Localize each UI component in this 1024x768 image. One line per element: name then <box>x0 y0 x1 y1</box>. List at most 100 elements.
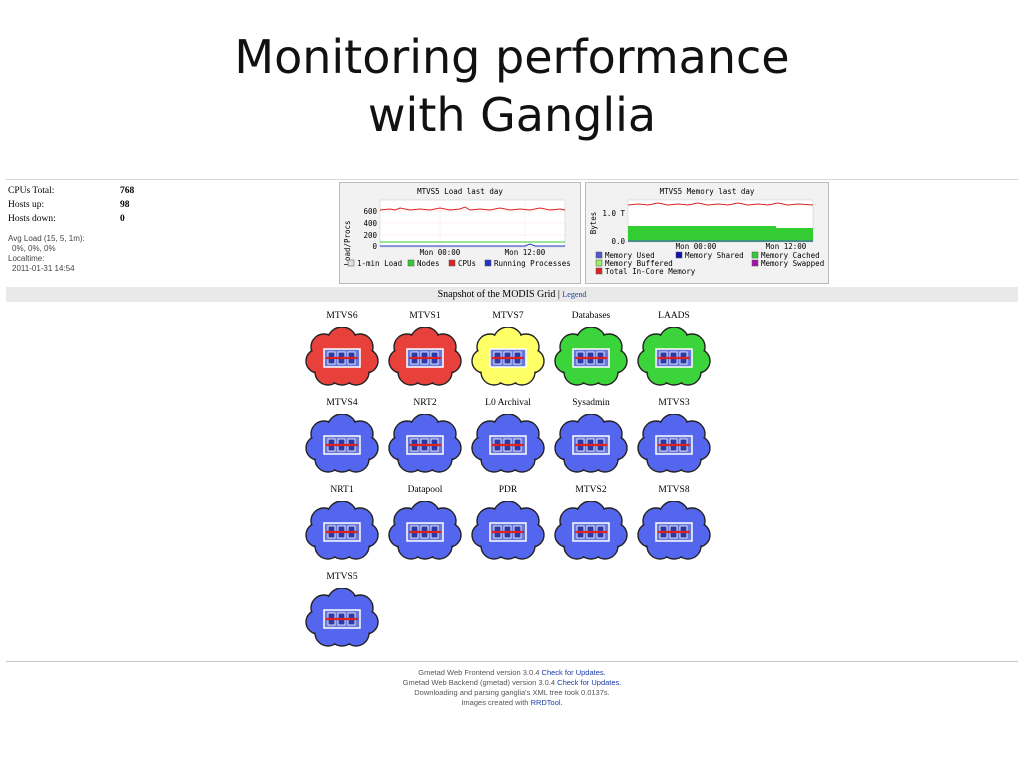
legend-label: Memory Buffered <box>605 259 673 268</box>
running-processes-line <box>380 243 565 247</box>
host-box-icon <box>572 435 610 455</box>
load-graph[interactable]: MTVS5 Load last day Load/Procs 600 400 2… <box>339 182 581 284</box>
legend-label: 1-min Load <box>357 259 402 268</box>
legend-swatch <box>484 259 492 267</box>
cluster-tile[interactable]: MTVS2 <box>549 483 633 573</box>
legend-swatch <box>751 251 759 259</box>
cluster-name: Databases <box>571 311 611 321</box>
cluster-cloud-icon[interactable] <box>304 414 380 474</box>
cluster-cloud-icon[interactable] <box>636 501 712 561</box>
cluster-cloud-icon[interactable] <box>636 327 712 387</box>
cluster-name: Sysadmin <box>572 398 610 408</box>
cluster-name: PDR <box>498 485 518 495</box>
legend-label: Memory Swapped <box>761 259 824 268</box>
cluster-tile[interactable]: MTVS6 <box>300 309 384 399</box>
memory-graph[interactable]: MTVS5 Memory last day Bytes 1.0 T 0.0 Mo… <box>585 182 829 284</box>
total-in-core-memory-line <box>627 202 814 206</box>
host-box-icon <box>323 522 361 542</box>
hosts-up-label: Hosts up: <box>8 200 45 210</box>
cluster-tile[interactable]: MTVS7 <box>466 309 550 399</box>
hosts-down-value: 0 <box>120 214 125 224</box>
avg-load-label: Avg Load (15, 5, 1m): <box>8 234 85 243</box>
cluster-cloud-icon[interactable] <box>636 414 712 474</box>
cluster-name: L0 Archival <box>485 398 531 408</box>
cluster-cloud-icon[interactable] <box>387 501 463 561</box>
cluster-tile[interactable]: NRT2 <box>383 396 467 486</box>
load-graph-title: MTVS5 Load last day <box>417 187 503 196</box>
frontend-check-updates-link[interactable]: Check for Updates. <box>541 668 606 677</box>
host-box-icon <box>323 609 361 629</box>
footer: Gmetad Web Frontend version 3.0.4 Check … <box>0 668 1024 708</box>
hosts-down-label: Hosts down: <box>8 214 56 224</box>
cluster-cloud-icon[interactable] <box>304 501 380 561</box>
cluster-cloud-icon[interactable] <box>553 501 629 561</box>
cluster-tile[interactable]: MTVS4 <box>300 396 384 486</box>
grid-stats: CPUs Total: 768 Hosts up: 98 Hosts down:… <box>8 184 208 274</box>
legend-label: Nodes <box>417 259 440 268</box>
legend-link[interactable]: Legend <box>562 290 587 299</box>
cluster-cloud-icon[interactable] <box>470 414 546 474</box>
cluster-cloud-icon[interactable] <box>553 327 629 387</box>
legend-swatch <box>595 251 603 259</box>
cluster-tile[interactable]: MTVS3 <box>632 396 716 486</box>
cluster-cloud-icon[interactable] <box>304 327 380 387</box>
cluster-name: MTVS2 <box>575 485 607 495</box>
load-ytick: 200 <box>363 231 377 240</box>
load-ytick: 0 <box>372 242 377 251</box>
cpus-series-line <box>379 206 566 211</box>
cluster-cloud-icon[interactable] <box>387 327 463 387</box>
legend-label: Memory Cached <box>761 251 820 260</box>
backend-check-updates-link[interactable]: Check for Updates. <box>557 678 622 687</box>
host-box-icon <box>655 522 693 542</box>
cluster-tile[interactable]: MTVS8 <box>632 483 716 573</box>
grid-overview-panel: CPUs Total: 768 Hosts up: 98 Hosts down:… <box>6 179 1018 288</box>
host-box-icon <box>489 522 527 542</box>
cluster-tile[interactable]: MTVS1 <box>383 309 467 399</box>
backend-version-text: Gmetad Web Backend (gmetad) version 3.0.… <box>402 678 556 687</box>
cluster-name: MTVS7 <box>492 311 524 321</box>
load-ytick: 600 <box>363 207 377 216</box>
legend-swatch <box>751 259 759 267</box>
snapshot-bar: Snapshot of the MODIS Grid | Legend <box>6 287 1018 302</box>
host-box-icon <box>323 348 361 368</box>
footer-divider <box>6 661 1018 662</box>
rrdtool-link[interactable]: RRDTool. <box>530 698 563 707</box>
cluster-name: MTVS8 <box>658 485 690 495</box>
cluster-tile[interactable]: Sysadmin <box>549 396 633 486</box>
cluster-tile[interactable]: Datapool <box>383 483 467 573</box>
rrdtool-text: Images created with <box>461 698 529 707</box>
cluster-cloud-icon[interactable] <box>553 414 629 474</box>
host-box-icon <box>489 435 527 455</box>
legend-swatch <box>675 251 683 259</box>
cluster-cloud-icon[interactable] <box>304 588 380 648</box>
avg-load-value: 0%, 0%, 0% <box>12 244 56 253</box>
host-box-icon <box>406 522 444 542</box>
memory-ytick: 0.0 <box>611 237 625 246</box>
memory-ytick: 1.0 T <box>602 209 625 218</box>
load-xtick: Mon 12:00 <box>505 248 546 257</box>
cluster-name: NRT2 <box>413 398 437 408</box>
cluster-tile[interactable]: NRT1 <box>300 483 384 573</box>
cluster-tile[interactable]: PDR <box>466 483 550 573</box>
cluster-tile[interactable]: LAADS <box>632 309 716 399</box>
legend-swatch <box>407 259 415 267</box>
legend-label: Memory Used <box>605 251 655 260</box>
legend-swatch <box>595 259 603 267</box>
footer-frontend-line: Gmetad Web Frontend version 3.0.4 Check … <box>0 668 1024 678</box>
load-graph-ylabel: Load/Procs <box>343 220 352 265</box>
cluster-tile[interactable]: Databases <box>549 309 633 399</box>
hosts-up-value: 98 <box>120 200 130 210</box>
cluster-cloud-icon[interactable] <box>387 414 463 474</box>
legend-swatch <box>448 259 456 267</box>
footer-backend-line: Gmetad Web Backend (gmetad) version 3.0.… <box>0 678 1024 688</box>
localtime-value: 2011-01-31 14:54 <box>12 264 75 273</box>
cluster-tile[interactable]: MTVS5 <box>300 570 384 660</box>
cluster-tile[interactable]: L0 Archival <box>466 396 550 486</box>
footer-rrdtool-line: Images created with RRDTool. <box>0 698 1024 708</box>
host-box-icon <box>655 435 693 455</box>
cluster-cloud-icon[interactable] <box>470 327 546 387</box>
legend-swatch <box>347 259 355 267</box>
cluster-cloud-icon[interactable] <box>470 501 546 561</box>
legend-label: CPUs <box>458 259 476 268</box>
cluster-name: LAADS <box>658 311 690 321</box>
